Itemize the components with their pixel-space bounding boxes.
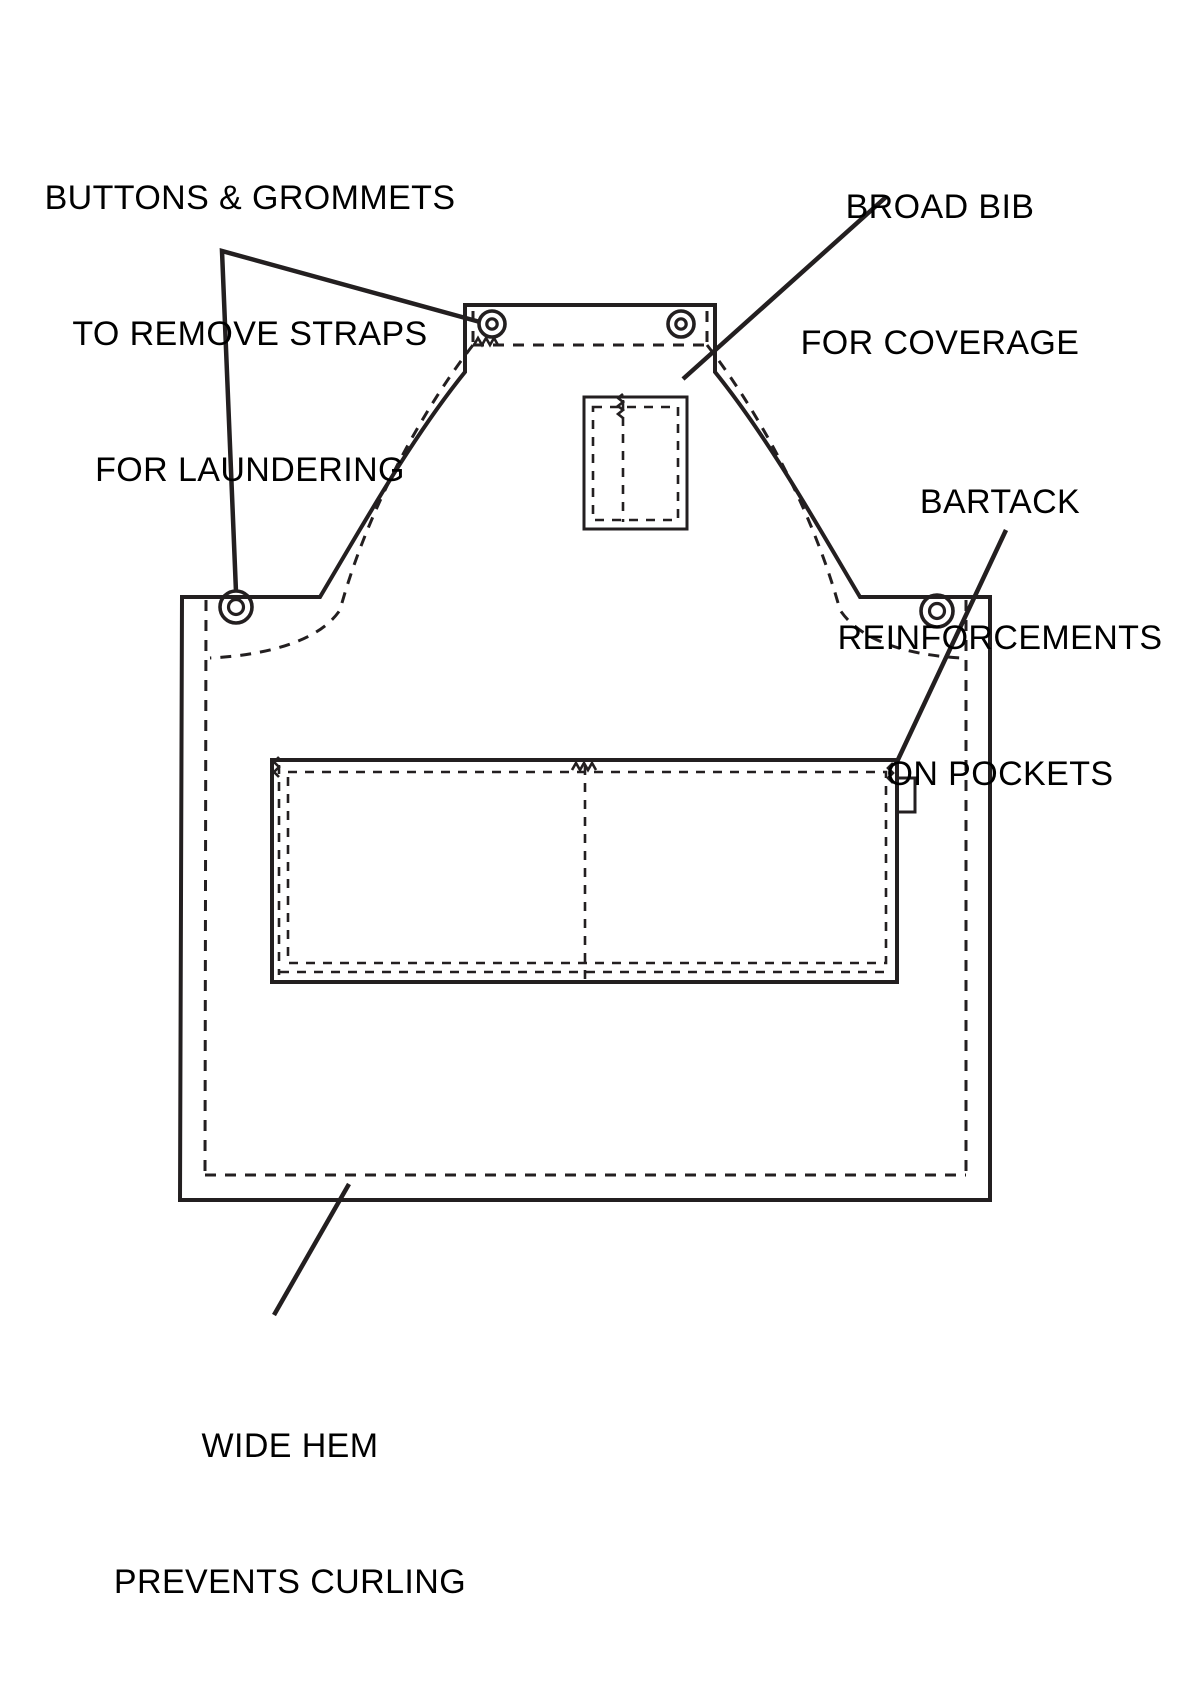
callout-broad-bib: BROAD BIB FOR COVERAGE (760, 95, 1120, 457)
chest-pocket-outline (582, 395, 689, 531)
callout-line: WIDE HEM (201, 1427, 379, 1466)
callout-line: BARTACK (919, 483, 1081, 522)
chest-pocket-stitch-border (591, 405, 680, 522)
leader-lines-group (219, 195, 1009, 1317)
bib-grommet-right (666, 309, 696, 339)
waist-pocket-bartack-right (886, 762, 895, 784)
callout-line: PREVENTS CURLING (113, 1563, 467, 1602)
apron-silhouette-outline (177, 303, 992, 1202)
waist-pocket-towel-loop (897, 776, 917, 814)
armhole-stitch-right (705, 344, 963, 660)
bib-bartack-left (472, 335, 500, 348)
callout-line: BROAD BIB (845, 188, 1035, 227)
waist-pocket (270, 756, 917, 984)
waist-pocket-bartack-center (570, 760, 598, 773)
waist-pocket-outline (270, 758, 899, 984)
leader-broad-bib (681, 195, 888, 381)
bib-topstitch-group (209, 311, 963, 660)
apron-drawing-svg (177, 195, 1009, 1317)
callout-wide-hem: WIDE HEM PREVENTS CURLING (60, 1334, 520, 1696)
callout-bartack: BARTACK REINFORCEMENTS ON POCKETS (820, 390, 1180, 887)
leader-wide-hem (272, 1182, 351, 1317)
armhole-stitch-left (209, 344, 475, 660)
callout-line: BUTTONS & GROMMETS (44, 179, 456, 218)
body-stitch-left-side (203, 599, 208, 1176)
chest-pocket (582, 392, 689, 531)
waist-pocket-bartack-left (272, 756, 281, 778)
body-topstitch-group (203, 599, 968, 1177)
waist-pocket-stitch-border (286, 770, 888, 965)
waist-grommet-right (919, 593, 955, 629)
leader-buttons-grommets (219, 248, 481, 593)
callout-line: TO REMOVE STRAPS (72, 315, 428, 354)
callout-line: REINFORCEMENTS (837, 619, 1163, 658)
callout-line: FOR LAUNDERING (95, 450, 405, 489)
apron-technical-illustration: BUTTONS & GROMMETS TO REMOVE STRAPS FOR … (0, 86, 1180, 1602)
callout-line: ON POCKETS (886, 754, 1114, 793)
callout-buttons-grommets: BUTTONS & GROMMETS TO REMOVE STRAPS FOR … (0, 86, 500, 583)
chest-pocket-bartack (615, 392, 626, 420)
callout-line: FOR COVERAGE (800, 324, 1080, 363)
apron-outline-group (177, 303, 992, 1202)
leader-bartack (892, 529, 1009, 767)
